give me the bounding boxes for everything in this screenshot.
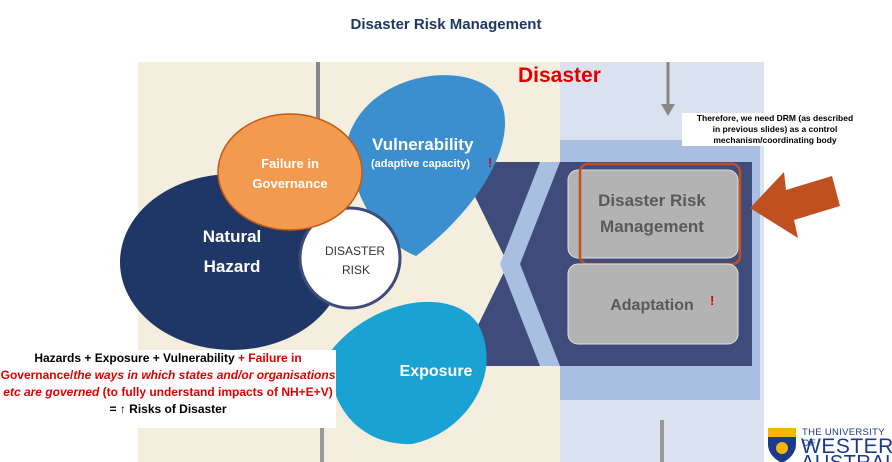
logo-line3: AUSTRALIA [801,452,892,462]
drm-box [567,169,739,259]
note-line2: in previous slides) as a control [712,124,838,134]
page-title: Disaster Risk Management [350,16,542,33]
logo-line2: WESTERN [801,435,892,458]
disaster-risk-line2: RISK [342,263,370,277]
adaptation-box [567,263,739,345]
failure-label-line2: Governance [252,176,327,191]
arrow-head-top-right [661,104,675,116]
adaptive-capacity-label: (adaptive capacity) [371,158,470,170]
vulnerability-label: Vulnerability [372,135,474,154]
disaster-risk-line1: DISASTER [325,244,385,258]
drm-note: Therefore, we need DRM (as described in … [682,113,868,146]
formula-part2: + Failure in Governance/ [0,351,302,382]
governance-petal [217,113,363,231]
crest-icon [768,428,796,462]
adaptive-capacity-mark: ! [488,155,492,170]
note-line1: Therefore, we need DRM (as described [696,113,854,123]
adaptation-mark: ! [710,293,714,308]
exposure-petal [329,301,487,445]
vulnerability-petal [348,75,506,256]
exposure-label: Exposure [400,363,473,380]
disaster-label: Disaster [518,64,601,87]
formula-part1: Hazards + Exposure + Vulnerability [34,351,238,365]
failure-label-line1: Failure in [261,156,319,171]
uwa-logo: THE UNIVERSITY OF WESTERN AUSTRALIA [766,424,892,462]
logo-line1: THE UNIVERSITY OF [802,427,885,449]
drm-line1: Disaster Risk [598,191,706,210]
formula-part4: (to fully understand impacts of NH+E+V) [99,385,333,399]
chevron-inner [500,162,560,366]
formula-part5: = [109,402,120,416]
pointer-arrow [750,172,840,238]
risk-formula: Hazards + Exposure + Vulnerability + Fai… [0,350,336,428]
adaptation-label: Adaptation [610,297,694,314]
natural-hazard-line1: Natural [203,227,262,246]
formula-part3: the ways in which states and/or organisa… [3,368,336,399]
natural-hazard-line2: Hazard [204,257,261,276]
note-line3: mechanism/coordinating body [713,135,837,145]
drm-line2: Management [600,217,704,236]
up-arrow-icon: ↑ [119,402,126,416]
formula-part6: Risks of Disaster [125,402,227,416]
disaster-risk-circle [298,206,402,310]
